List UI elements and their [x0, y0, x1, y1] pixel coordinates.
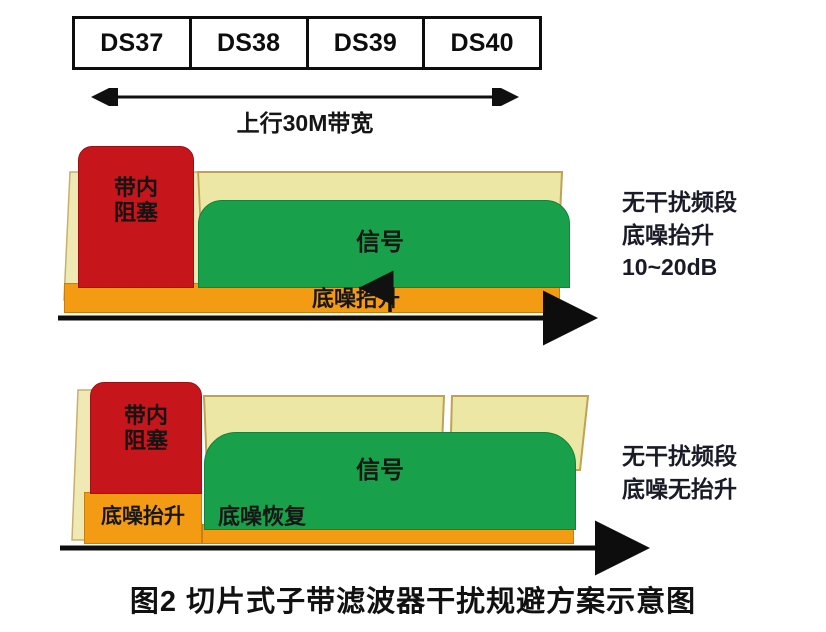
panel1-annotation: 无干扰频段 底噪抬升 10~20dB [622, 189, 737, 281]
panel2-annotation: 无干扰频段 底噪无抬升 [622, 443, 737, 502]
panel2-inband-blocker [90, 382, 202, 494]
channel-box-row: DS37 DS38 DS39 DS40 [72, 16, 542, 70]
figure-caption: 图2 切片式子带滤波器干扰规避方案示意图 [129, 586, 697, 618]
panel1-inband-blocker [78, 146, 194, 288]
panel2-signal-block [204, 432, 576, 530]
channel-box-ds37: DS37 [75, 19, 192, 67]
channel-box-ds39: DS39 [309, 19, 426, 67]
bandwidth-label: 上行30M带宽 [236, 110, 374, 136]
bandwidth-double-arrow [91, 88, 519, 106]
panel2-local-noise-block [84, 492, 202, 544]
channel-box-ds38: DS38 [192, 19, 309, 67]
channel-box-ds40: DS40 [450, 28, 514, 57]
